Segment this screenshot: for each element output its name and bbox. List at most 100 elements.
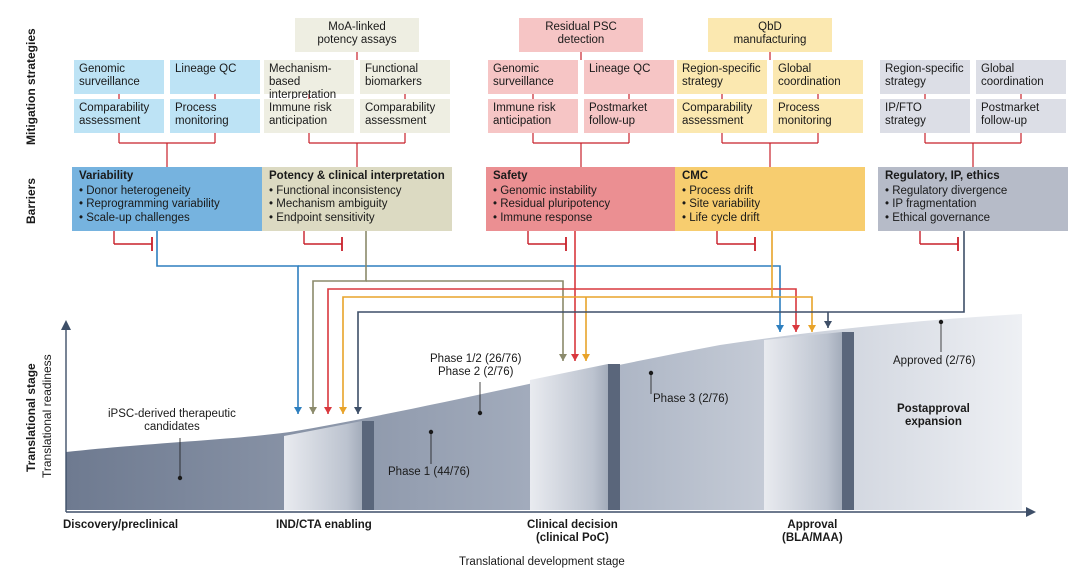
- stage-approval: Approval (BLA/MAA): [782, 519, 843, 544]
- flow-line: [156, 231, 299, 414]
- barrier-potency: Potency & clinical interpretation • Funct…: [262, 167, 452, 231]
- strategy-variability-1: Lineage QC: [170, 60, 260, 94]
- barrier-title: CMC: [682, 170, 709, 182]
- approved-label: Approved (2/76): [893, 355, 976, 367]
- box-text: Immune risk: [269, 102, 332, 114]
- flow-line: [312, 231, 367, 414]
- barrier-item: • Mechanism ambiguity: [269, 198, 388, 210]
- box-text: Global: [778, 63, 812, 75]
- barrier-title: Safety: [493, 170, 528, 182]
- arrow-head: [559, 354, 567, 361]
- box-text: Lineage QC: [589, 63, 651, 75]
- box-text: Mechanism-based: [269, 63, 332, 88]
- box-text: coordination: [981, 76, 1044, 88]
- phase1-label: Phase 1 (44/76): [388, 466, 470, 478]
- strategy-safety-1: Lineage QC: [584, 60, 674, 94]
- phase12-label: Phase 1/2 (26/76) Phase 2 (2/76): [430, 353, 522, 378]
- barrier-item: • Functional inconsistency: [269, 184, 402, 197]
- box-text: strategy: [885, 76, 926, 88]
- box-text: strategy: [885, 115, 926, 127]
- box-text: assessment: [79, 115, 141, 127]
- box-text: Genomic: [493, 63, 540, 75]
- mitigation-axis-label: Mitigation strategies: [24, 28, 38, 145]
- box-text: Immune risk: [493, 102, 556, 114]
- approval-pillar: [764, 332, 854, 510]
- barriers-axis-label: Barriers: [24, 177, 38, 224]
- box-text: Residual PSC: [545, 21, 617, 33]
- box-text: follow-up: [981, 115, 1028, 127]
- arrow-head: [309, 407, 317, 414]
- arrow-head: [339, 407, 347, 414]
- barrier-item: • Reprogramming variability: [79, 198, 220, 210]
- box-text: anticipation: [269, 115, 328, 127]
- arrow-head: [808, 325, 816, 332]
- barrier-title: Regulatory, IP, ethics: [885, 170, 1000, 182]
- clinical-pillar: [530, 364, 620, 510]
- box-text: Region-specific: [682, 63, 761, 75]
- barrier-item: • Immune response: [493, 211, 593, 224]
- box-text: Process: [175, 102, 217, 114]
- stage-clinical: Clinical decision (clinical PoC): [527, 519, 618, 544]
- flow-line: [575, 288, 797, 332]
- candidates-label: iPSC-derived therapeutic candidates: [108, 408, 236, 433]
- box-text: Postmarket: [981, 102, 1040, 114]
- postapproval-label: Postapproval expansion: [897, 403, 970, 428]
- barrier-item: • Ethical governance: [885, 211, 991, 224]
- box-text: Functional: [365, 63, 419, 75]
- flow-line: [772, 296, 813, 332]
- box-text: Comparability: [365, 102, 436, 114]
- box-text: biomarkers: [365, 76, 422, 88]
- barrier-safety: Safety• Genomic instability• Residual pl…: [486, 167, 676, 231]
- arrow-head: [792, 325, 800, 332]
- flow-line: [298, 265, 781, 332]
- ind-pillar: [284, 421, 374, 510]
- box-text: Genomic: [79, 63, 126, 75]
- box-text: surveillance: [79, 76, 140, 88]
- box-text: Region-specific: [885, 63, 964, 75]
- flow-line: [342, 231, 773, 414]
- box-text: assessment: [365, 115, 427, 127]
- box-text: coordination: [778, 76, 841, 88]
- box-text: manufacturing: [733, 34, 807, 46]
- arrow-head: [776, 325, 784, 332]
- barrier-item: • Process drift: [682, 184, 754, 197]
- barrier-cmc: CMC • Process drift• Site variability• Li…: [675, 167, 865, 231]
- box-text: assessment: [682, 115, 744, 127]
- barrier-item: • Site variability: [682, 198, 761, 210]
- box-text: anticipation: [493, 115, 552, 127]
- stage-ind: IND/CTA enabling: [276, 519, 372, 531]
- barrier-item: • IP fragmentation: [885, 198, 977, 210]
- barrier-item: • Donor heterogeneity: [79, 184, 191, 197]
- box-text: IP/FTO: [885, 102, 922, 114]
- box-text: Lineage QC: [175, 63, 237, 75]
- barrier-item: • Life cycle drift: [682, 211, 760, 224]
- arrow-head: [824, 321, 832, 328]
- flow-line: [357, 231, 965, 414]
- stage-discovery: Discovery/preclinical: [63, 519, 179, 531]
- box-text: interpretation: [269, 89, 337, 101]
- arrow-head: [571, 354, 579, 361]
- barrier-title: Potency & clinical interpretation: [269, 170, 445, 182]
- box-text: follow-up: [589, 115, 636, 127]
- box-text: QbD: [758, 21, 782, 33]
- translational-stage-label: Translational stage: [24, 363, 38, 472]
